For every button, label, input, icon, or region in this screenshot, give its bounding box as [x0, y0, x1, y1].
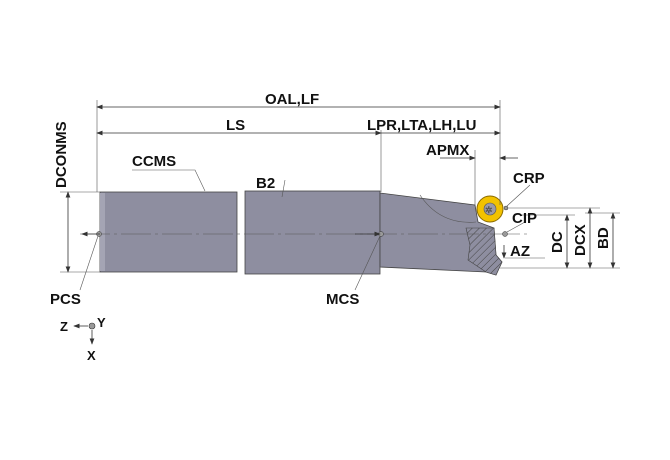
tool-head: ✲: [379, 192, 504, 276]
crp-point: [503, 205, 509, 211]
label-oal-lf: OAL,LF: [265, 91, 319, 108]
label-lpr-lta-lh-lu: LPR,LTA,LH,LU: [367, 117, 476, 134]
label-mcs: MCS: [326, 291, 359, 308]
label-dc: DC: [549, 231, 566, 253]
shank: [99, 185, 381, 280]
label-az: AZ: [510, 243, 530, 260]
label-bd: BD: [595, 227, 612, 249]
label-dconms: DCONMS: [53, 121, 70, 188]
label-b2: B2: [256, 175, 275, 192]
axis-z-label: Z: [60, 319, 68, 334]
label-pcs: PCS: [50, 291, 81, 308]
axes-indicator: Z Y X: [60, 315, 106, 363]
label-cip: CIP: [512, 210, 537, 227]
axis-y-label: Y: [97, 315, 106, 330]
label-ls: LS: [226, 117, 245, 134]
label-ccms: CCMS: [132, 153, 176, 170]
label-dcx: DCX: [572, 224, 589, 256]
axis-x-label: X: [87, 348, 96, 363]
label-apmx: APMX: [426, 142, 469, 159]
svg-text:✲: ✲: [485, 205, 493, 215]
cip-point: [502, 231, 508, 237]
label-crp: CRP: [513, 170, 545, 187]
